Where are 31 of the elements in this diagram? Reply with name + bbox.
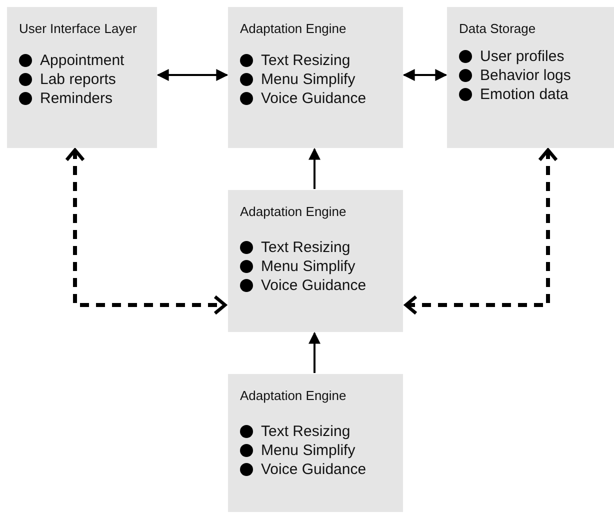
bullet-item: Text Resizing — [240, 51, 393, 70]
bullet-item: Text Resizing — [240, 422, 393, 441]
bullet-item: User profiles — [459, 47, 604, 66]
arrow — [156, 69, 228, 81]
layer-box — [228, 7, 403, 148]
bullet-item: Behavior logs — [459, 66, 604, 85]
bullet-item: Voice Guidance — [240, 89, 393, 108]
box-title: Data Storage — [459, 21, 537, 37]
bullet-item: Appointment — [19, 51, 147, 70]
layer-box — [228, 374, 403, 512]
bullet-item: Voice Guidance — [240, 276, 393, 295]
bullet-item: Emotion data — [459, 85, 604, 104]
bullet-item: Text Resizing — [240, 238, 393, 257]
layer-box — [7, 7, 157, 148]
bullet-item: Menu Simplify — [240, 70, 393, 89]
arrow — [308, 148, 320, 189]
box-title: Adaptation Engine — [240, 204, 348, 220]
layer-box — [447, 7, 614, 148]
bullet-item: Lab reports — [19, 70, 147, 89]
box-title: Adaptation Engine — [240, 21, 348, 37]
bullet-item: Menu Simplify — [240, 441, 393, 460]
arrow — [308, 332, 320, 373]
arrow — [404, 148, 558, 315]
layer-box — [228, 190, 403, 332]
box-title: Adaptation Engine — [240, 388, 348, 404]
bullet-item: Reminders — [19, 89, 147, 108]
arrow — [65, 148, 227, 315]
bullet-item: Menu Simplify — [240, 257, 393, 276]
bullet-item: Voice Guidance — [240, 460, 393, 479]
arrow — [402, 69, 448, 81]
box-title: User Interface Layer — [19, 21, 138, 37]
